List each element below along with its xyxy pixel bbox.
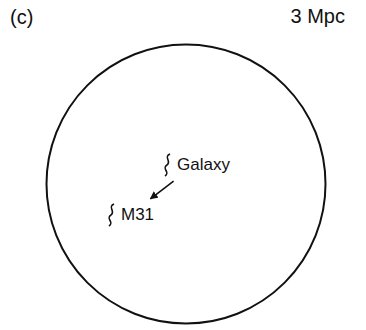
circle-outline	[45, 43, 327, 325]
galaxy-symbol	[160, 152, 174, 178]
galaxy-name: M31	[121, 205, 154, 225]
motion-arrow	[150, 181, 173, 199]
galaxy-symbol	[104, 202, 118, 228]
region-circle: 3 MpcGalaxyM31	[45, 43, 327, 325]
galaxy-object: M31	[102, 200, 156, 230]
scale-label: 3 Mpc	[291, 5, 345, 28]
galaxy-object: Galaxy	[158, 150, 232, 180]
panel-label: (c)	[10, 6, 33, 29]
galaxy-name: Galaxy	[177, 155, 230, 175]
